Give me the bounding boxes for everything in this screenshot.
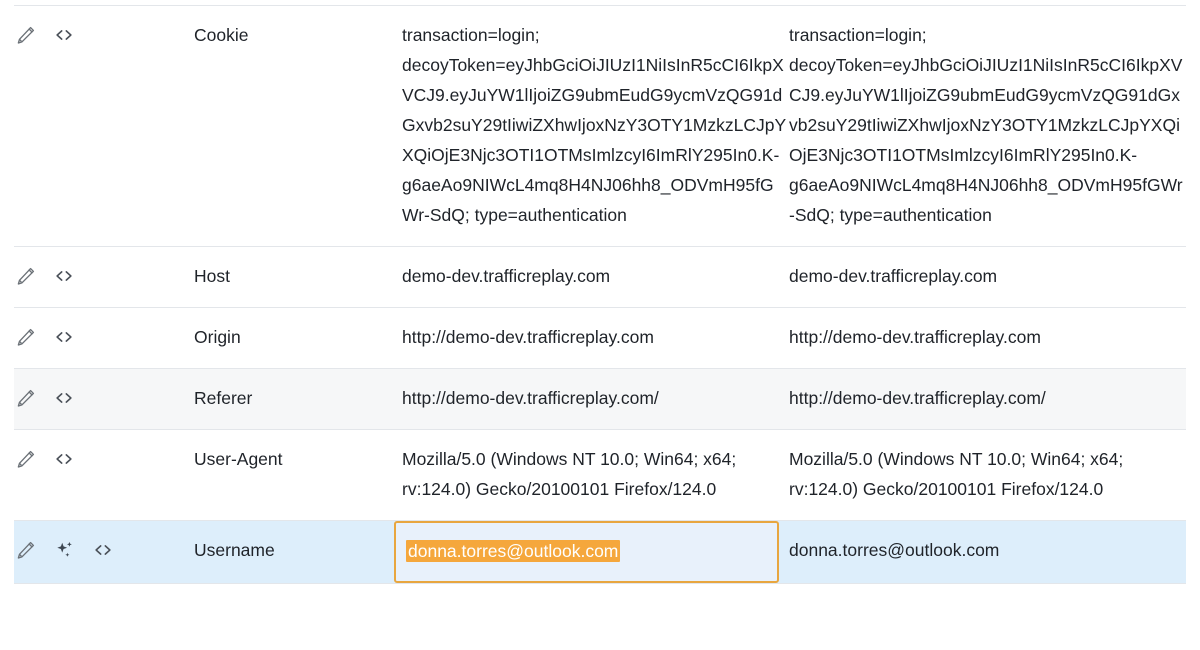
header-name-cell: Username <box>194 520 394 584</box>
header-name-cell: Host <box>194 246 394 308</box>
row-actions-cell <box>14 368 194 430</box>
row-actions-cell <box>14 246 194 308</box>
header-name-cell: User-Agent <box>194 429 394 521</box>
original-value-cell[interactable]: transaction=login; decoyToken=eyJhbGciOi… <box>394 5 789 247</box>
row-actions <box>14 383 194 413</box>
table-row[interactable]: Username donna.torres@outlook.com donna.to… <box>14 520 1186 584</box>
pencil-icon[interactable] <box>14 24 36 46</box>
code-brackets-icon[interactable] <box>53 24 75 46</box>
code-brackets-icon[interactable] <box>53 265 75 287</box>
original-value-cell[interactable]: Mozilla/5.0 (Windows NT 10.0; Win64; x64… <box>394 429 789 521</box>
replay-value-cell[interactable]: transaction=login; decoyToken=eyJhbGciOi… <box>789 5 1186 247</box>
code-brackets-icon[interactable] <box>53 448 75 470</box>
header-name-cell: Origin <box>194 307 394 369</box>
replay-value-cell[interactable]: http://demo-dev.trafficreplay.com <box>789 307 1186 369</box>
replay-value-cell[interactable]: demo-dev.trafficreplay.com <box>789 246 1186 308</box>
code-brackets-icon[interactable] <box>92 539 114 561</box>
row-actions <box>14 322 194 352</box>
pencil-icon[interactable] <box>14 326 36 348</box>
row-actions <box>14 444 194 474</box>
original-value-cell[interactable]: http://demo-dev.trafficreplay.com/ <box>394 368 789 430</box>
replay-value-cell[interactable]: Mozilla/5.0 (Windows NT 10.0; Win64; x64… <box>789 429 1186 521</box>
pencil-icon[interactable] <box>14 387 36 409</box>
code-brackets-icon[interactable] <box>53 387 75 409</box>
row-actions <box>14 20 194 50</box>
header-name-cell: Referer <box>194 368 394 430</box>
replay-value-cell[interactable]: http://demo-dev.trafficreplay.com/ <box>789 368 1186 430</box>
selected-value-text[interactable]: donna.torres@outlook.com <box>406 540 621 562</box>
original-value-cell[interactable]: http://demo-dev.trafficreplay.com <box>394 307 789 369</box>
row-actions-cell <box>14 520 194 584</box>
original-value-cell[interactable]: donna.torres@outlook.com <box>394 520 789 584</box>
row-actions <box>14 535 194 565</box>
replay-value-cell[interactable]: donna.torres@outlook.com <box>789 520 1186 584</box>
pencil-icon[interactable] <box>14 448 36 470</box>
header-name-cell: Cookie <box>194 5 394 247</box>
pencil-icon[interactable] <box>14 265 36 287</box>
row-actions <box>14 261 194 291</box>
pencil-icon[interactable] <box>14 539 36 561</box>
sparkle-icon[interactable] <box>53 539 75 561</box>
code-brackets-icon[interactable] <box>53 326 75 348</box>
original-value-cell[interactable]: demo-dev.trafficreplay.com <box>394 246 789 308</box>
row-actions-cell <box>14 429 194 521</box>
value-edit-box[interactable]: donna.torres@outlook.com <box>394 521 779 583</box>
row-actions-cell <box>14 307 194 369</box>
row-actions-cell <box>14 5 194 247</box>
